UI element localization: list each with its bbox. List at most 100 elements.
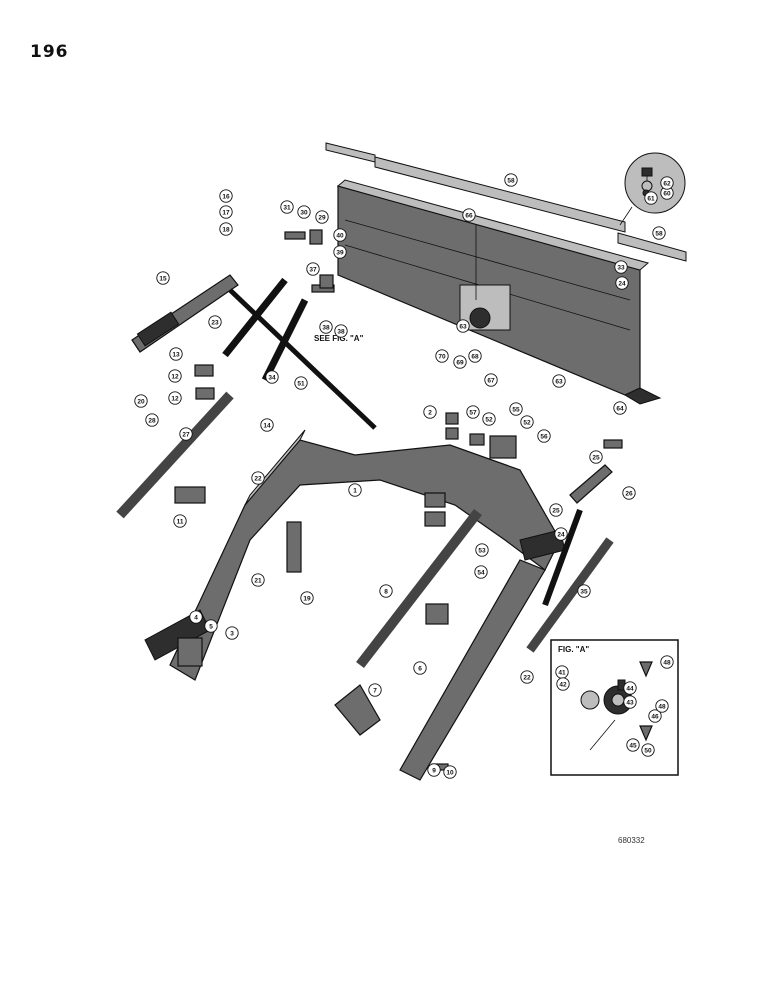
left-brace — [131, 274, 239, 353]
callout-number: 5 — [209, 623, 213, 630]
callout-balloon — [334, 324, 348, 338]
callout-number: 44 — [626, 685, 634, 692]
callout-number: 22 — [254, 475, 262, 482]
callout-number: 58 — [507, 177, 515, 184]
callout-balloon — [623, 681, 637, 695]
fig-a-inset — [550, 639, 679, 776]
callout-number: 27 — [182, 431, 190, 438]
callout-52: 52 — [520, 415, 534, 429]
callout-balloon — [297, 205, 311, 219]
callout-number: 6 — [418, 665, 422, 672]
callout-balloon — [219, 189, 233, 203]
callout-number: 40 — [336, 232, 344, 239]
callout-number: 3 — [230, 630, 234, 637]
callout-15: 15 — [156, 271, 170, 285]
callout-23: 23 — [208, 315, 222, 329]
callout-number: 42 — [559, 681, 567, 688]
callout-number: 52 — [485, 416, 493, 423]
callout-number: 21 — [254, 577, 262, 584]
callout-number: 61 — [647, 195, 655, 202]
callout-number: 55 — [512, 406, 520, 413]
callout-balloon — [468, 349, 482, 363]
callout-balloon — [413, 661, 427, 675]
cylinders-and-braces — [116, 277, 614, 669]
callout-number: 33 — [617, 264, 625, 271]
callout-number: 9 — [432, 767, 436, 774]
callout-number: 54 — [477, 569, 485, 576]
callout-16: 16 — [219, 189, 233, 203]
callout-number: 29 — [318, 214, 326, 221]
fig-a-title: FIG. "A" — [558, 645, 589, 654]
callout-number: 38 — [322, 324, 330, 331]
callout-63: 63 — [456, 319, 470, 333]
callout-number: 52 — [523, 419, 531, 426]
callout-22: 22 — [251, 471, 265, 485]
callout-19: 19 — [300, 591, 314, 605]
callout-63: 63 — [552, 374, 566, 388]
callout-number: 30 — [300, 209, 308, 216]
callout-balloon — [615, 276, 629, 290]
callout-40: 40 — [333, 228, 347, 242]
callout-balloon — [208, 315, 222, 329]
callout-number: 41 — [558, 669, 566, 676]
callout-number: 48 — [663, 659, 671, 666]
callout-58: 58 — [504, 173, 518, 187]
callout-number: 22 — [523, 674, 531, 681]
small-parts — [174, 229, 623, 771]
callout-balloon — [456, 319, 470, 333]
callout-balloon — [556, 677, 570, 691]
callout-number: 20 — [137, 398, 145, 405]
callout-21: 21 — [251, 573, 265, 587]
callout-number: 24 — [557, 531, 565, 538]
callout-8: 8 — [379, 584, 393, 598]
callout-9: 9 — [427, 763, 441, 777]
callout-number: 25 — [592, 454, 600, 461]
callout-18: 18 — [219, 222, 233, 236]
callout-number: 7 — [373, 687, 377, 694]
callout-balloon — [623, 695, 637, 709]
callout-balloon — [251, 471, 265, 485]
callout-37: 37 — [306, 262, 320, 276]
callout-balloon — [655, 699, 669, 713]
callout-balloon — [189, 610, 203, 624]
callout-number: 31 — [283, 204, 291, 211]
callout-number: 39 — [336, 249, 344, 256]
callout-14: 14 — [260, 418, 274, 432]
callout-number: 63 — [459, 323, 467, 330]
callout-number: 12 — [171, 373, 179, 380]
callout-balloon — [509, 402, 523, 416]
callout-31: 31 — [280, 200, 294, 214]
callout-4: 4 — [189, 610, 203, 624]
callout-balloon — [179, 427, 193, 441]
callout-43: 43 — [623, 695, 637, 709]
callout-number: 51 — [297, 380, 305, 387]
callout-number: 45 — [629, 742, 637, 749]
callout-number: 46 — [651, 713, 659, 720]
callout-48: 48 — [660, 655, 674, 669]
callout-number: 69 — [456, 359, 464, 366]
callout-balloon — [577, 584, 591, 598]
callout-5: 5 — [204, 619, 218, 633]
callout-44: 44 — [623, 681, 637, 695]
callout-balloon — [644, 191, 658, 205]
callout-35: 35 — [577, 584, 591, 598]
callout-41: 41 — [555, 665, 569, 679]
callout-12: 12 — [168, 369, 182, 383]
callout-67: 67 — [484, 373, 498, 387]
callout-balloon — [251, 573, 265, 587]
callout-balloon — [435, 349, 449, 363]
callout-balloon — [504, 173, 518, 187]
callout-balloon — [333, 245, 347, 259]
callout-balloon — [280, 200, 294, 214]
callout-number: 67 — [487, 377, 495, 384]
callout-1: 1 — [348, 483, 362, 497]
callout-balloon — [169, 347, 183, 361]
callout-number: 24 — [618, 280, 626, 287]
callout-34: 34 — [265, 370, 279, 384]
callout-balloon — [482, 412, 496, 426]
callout-balloon — [306, 262, 320, 276]
callout-balloon — [379, 584, 393, 598]
callout-number: 11 — [177, 518, 184, 525]
callout-2: 2 — [423, 405, 437, 419]
callout-balloon — [315, 210, 329, 224]
